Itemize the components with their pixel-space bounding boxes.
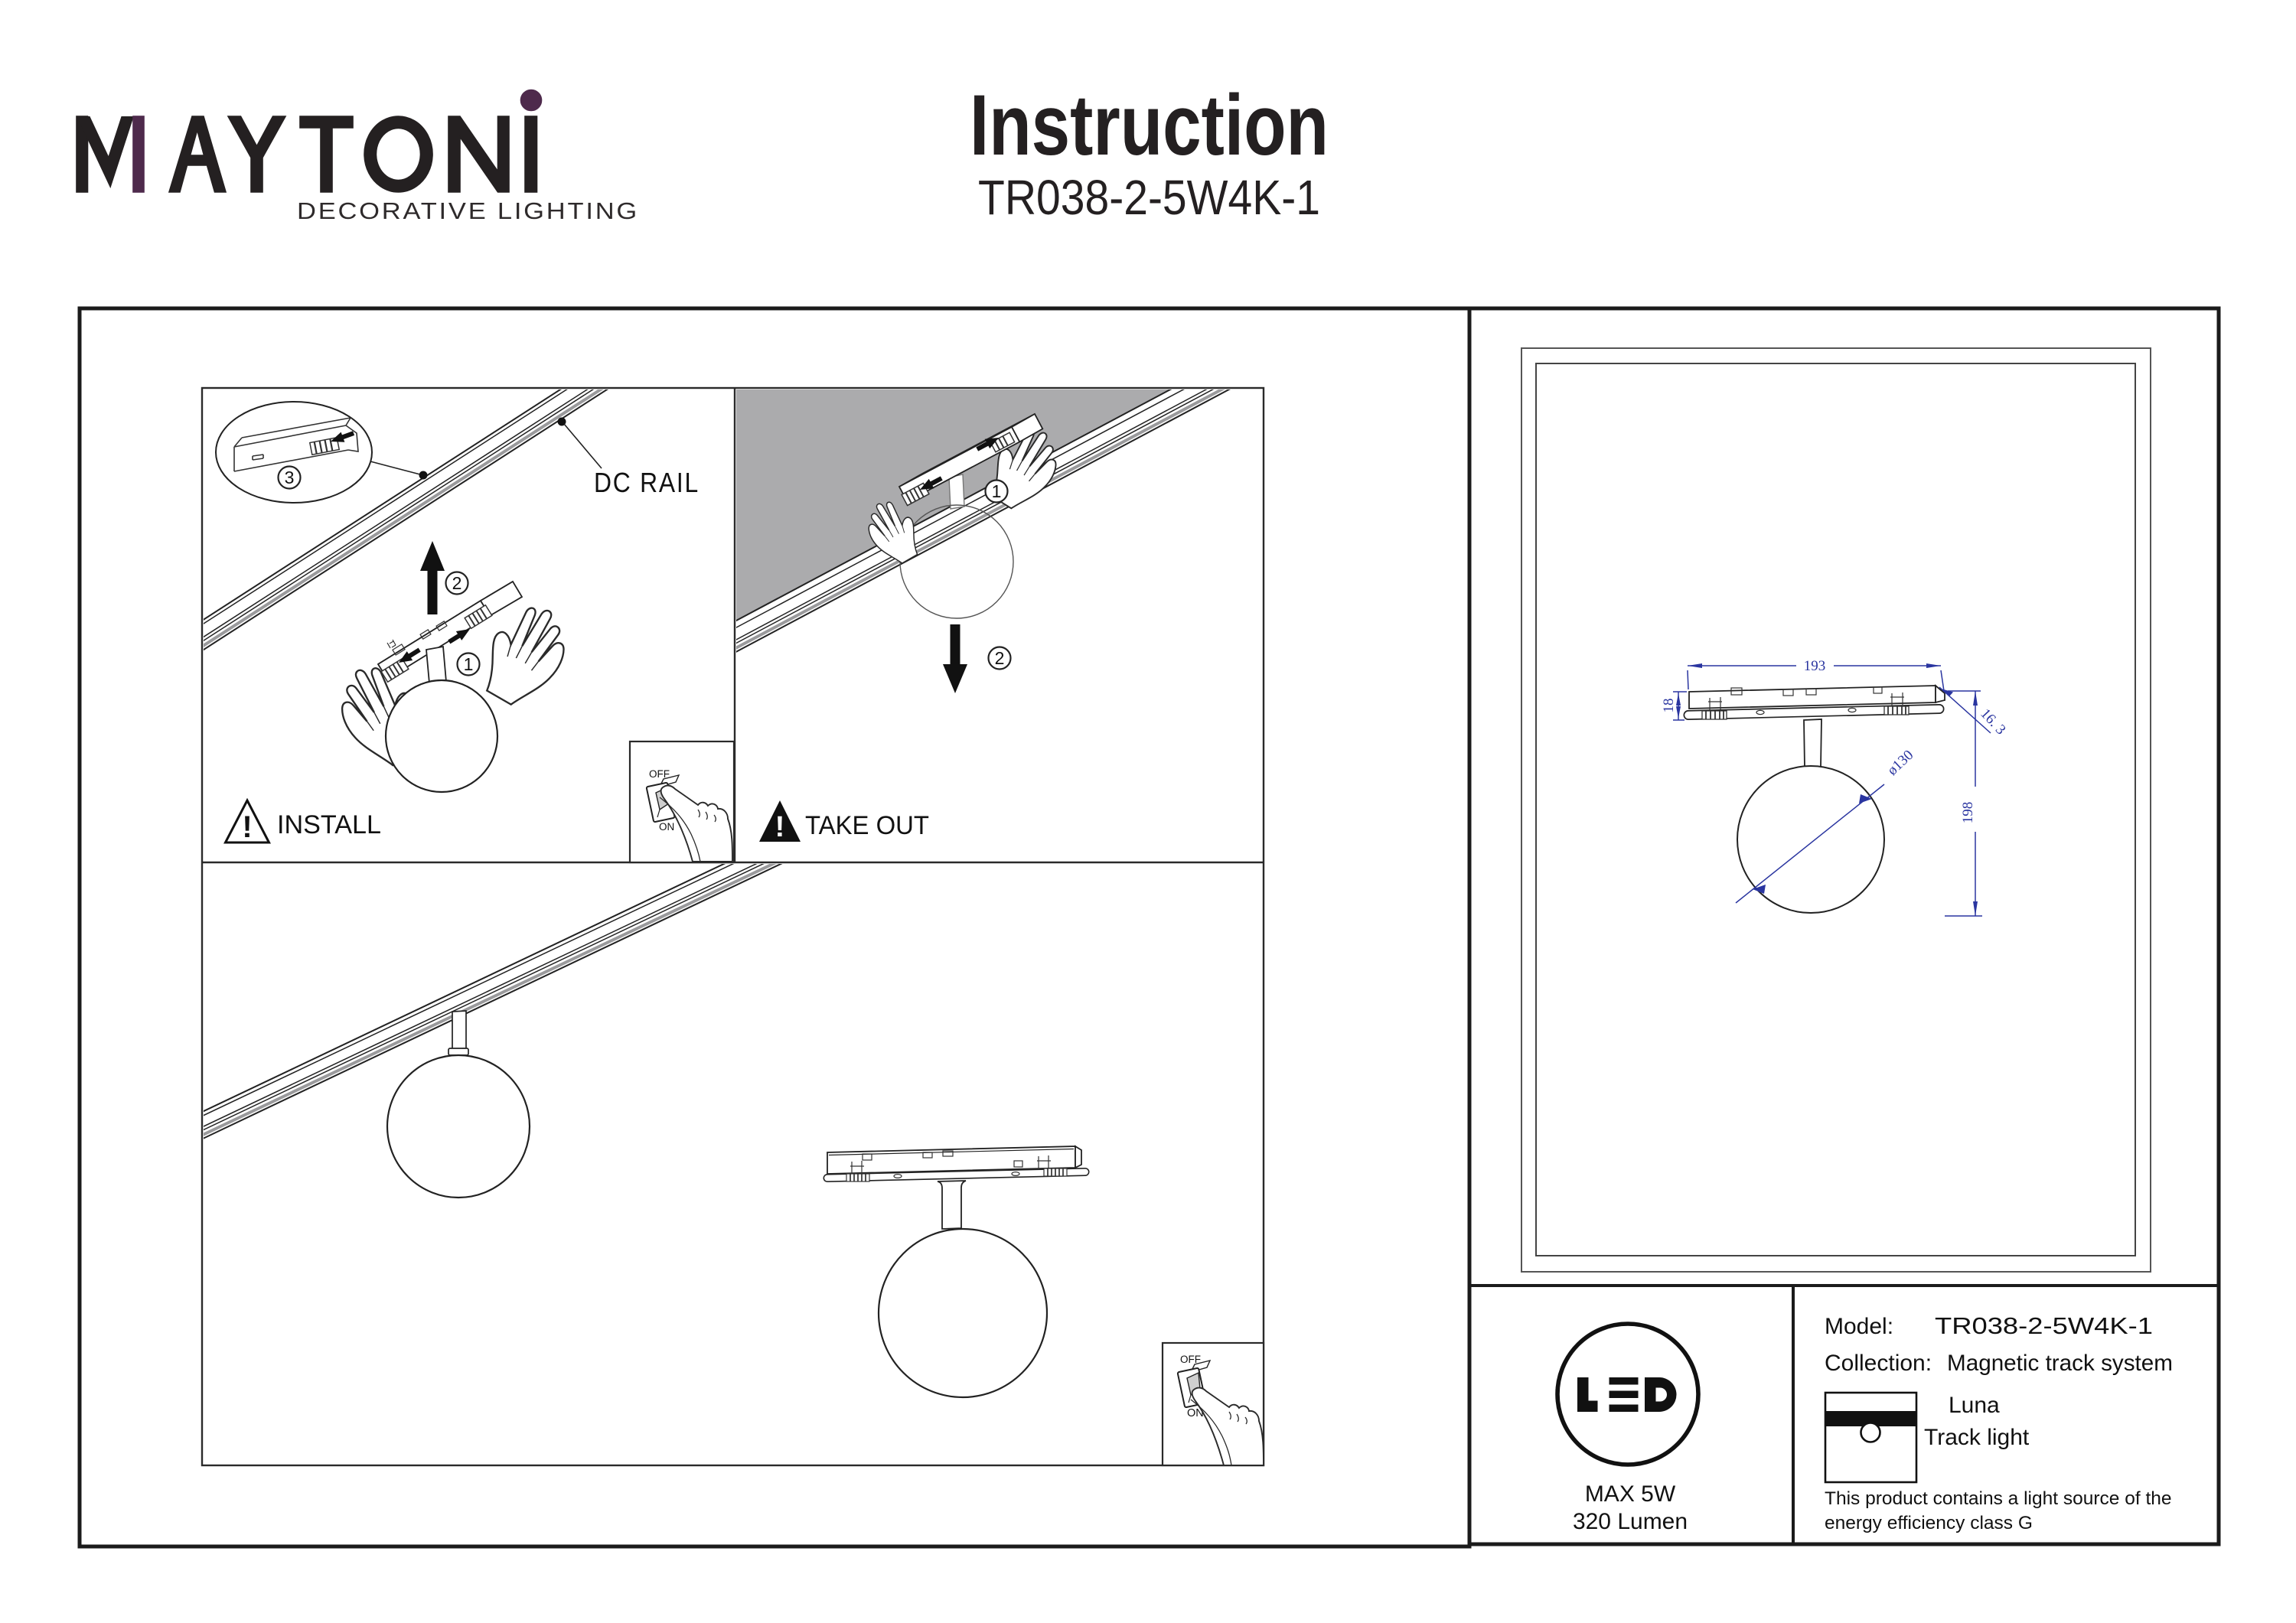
svg-text:This product contains a light: This product contains a light source of … (1825, 1488, 2172, 1509)
svg-text:Magnetic track system: Magnetic track system (1947, 1351, 2173, 1376)
svg-text:TR038-2-5W4K-1: TR038-2-5W4K-1 (1935, 1312, 2153, 1339)
svg-text:320 Lumen: 320 Lumen (1573, 1509, 1688, 1534)
svg-text:!: ! (242, 810, 252, 844)
svg-text:Luna: Luna (1949, 1393, 2000, 1418)
svg-text:TAKE OUT: TAKE OUT (805, 811, 929, 840)
svg-text:198: 198 (1960, 802, 1976, 824)
svg-text:OFF: OFF (1180, 1354, 1201, 1365)
svg-text:MAX 5W: MAX 5W (1585, 1481, 1676, 1507)
svg-text:DC RAIL: DC RAIL (594, 467, 700, 498)
svg-text:18: 18 (1661, 699, 1677, 713)
svg-text:2: 2 (995, 648, 1005, 668)
svg-text:ON: ON (659, 821, 674, 833)
svg-text:!: ! (775, 811, 785, 843)
svg-text:2: 2 (452, 573, 462, 593)
svg-text:3: 3 (285, 468, 295, 487)
svg-text:1: 1 (464, 654, 474, 674)
svg-text:DECORATIVE LIGHTING: DECORATIVE LIGHTING (297, 197, 639, 224)
svg-text:193: 193 (1804, 658, 1826, 674)
svg-text:OFF: OFF (649, 768, 670, 780)
svg-text:Collection:: Collection: (1825, 1351, 1932, 1376)
svg-text:TR038-2-5W4K-1: TR038-2-5W4K-1 (978, 170, 1320, 225)
svg-text:ON: ON (1187, 1407, 1204, 1419)
svg-text:energy efficiency class G: energy efficiency class G (1825, 1513, 2033, 1533)
svg-text:Model:: Model: (1825, 1314, 1893, 1339)
svg-text:Instruction: Instruction (970, 77, 1329, 173)
svg-text:Track light: Track light (1924, 1425, 2030, 1450)
svg-text:1: 1 (992, 481, 1002, 501)
svg-text:INSTALL: INSTALL (277, 810, 381, 839)
